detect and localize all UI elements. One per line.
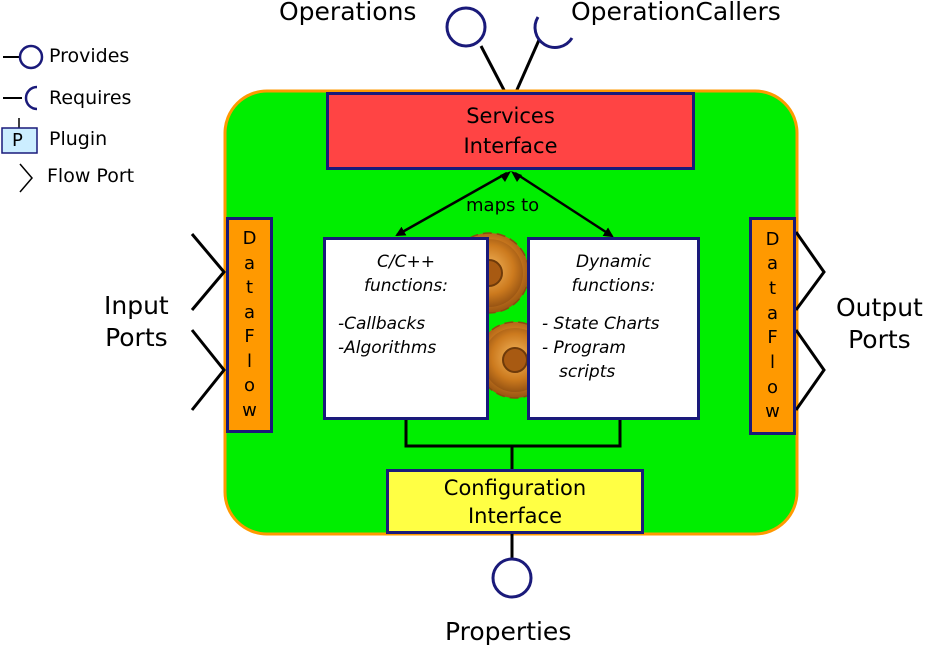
legend-plugin-letter: P xyxy=(12,130,23,151)
legend-requires-label: Requires xyxy=(49,87,132,109)
configuration-interface-box: Configuration Interface xyxy=(386,469,644,534)
operations-provides-port xyxy=(445,6,507,93)
legend-flow-port-icon xyxy=(19,163,33,193)
services-interface-box: Services Interface xyxy=(326,92,695,170)
configuration-interface-line1: Configuration xyxy=(443,475,587,500)
dynamic-functions-item: - Program xyxy=(542,338,626,358)
input-ports-label: Input Ports xyxy=(104,290,169,354)
output-ports-label: Output Ports xyxy=(836,292,923,356)
data-flow-letter: t xyxy=(245,277,254,299)
data-flow-letter: w xyxy=(242,399,257,421)
legend-plugin-label: Plugin xyxy=(49,128,108,150)
cpp-functions-title2: functions: xyxy=(363,276,449,296)
dynamic-functions-title1: Dynamic xyxy=(576,252,651,272)
data-flow-letter: o xyxy=(766,376,778,398)
services-interface-line2: Interface xyxy=(463,134,558,158)
data-flow-left: D a t a F l o w xyxy=(226,217,273,433)
legend-flow-port-label: Flow Port xyxy=(47,165,135,187)
input-port-chevrons xyxy=(190,233,226,411)
data-flow-letter: t xyxy=(768,277,777,299)
cpp-functions-item: -Algorithms xyxy=(338,338,437,358)
data-flow-letter: a xyxy=(243,252,256,274)
legend-requires-icon xyxy=(3,85,38,111)
maps-to-arrows xyxy=(395,171,614,238)
output-ports-line2: Ports xyxy=(848,325,911,354)
dynamic-functions-item: scripts xyxy=(559,362,616,382)
data-flow-letter: D xyxy=(242,228,257,250)
data-flow-letter: a xyxy=(766,253,779,275)
input-ports-line1: Input xyxy=(104,291,169,320)
data-flow-letter: D xyxy=(765,228,780,250)
services-interface-line1: Services xyxy=(466,104,555,128)
output-ports-line1: Output xyxy=(836,293,923,322)
operations-label: Operations xyxy=(279,0,417,26)
properties-provides-port xyxy=(491,534,533,599)
legend-provides-label: Provides xyxy=(49,45,130,67)
dynamic-functions-title2: functions: xyxy=(571,276,656,296)
data-flow-letter: o xyxy=(243,375,255,397)
operation-callers-requires-port xyxy=(514,16,574,93)
config-connector-lines xyxy=(404,418,622,470)
data-flow-letter: a xyxy=(766,302,779,324)
operation-callers-label: OperationCallers xyxy=(571,0,781,26)
input-ports-line2: Ports xyxy=(105,323,168,352)
dynamic-functions-item: - State Charts xyxy=(542,314,660,334)
legend-provides-icon xyxy=(3,44,44,70)
legend-plugin-icon xyxy=(1,118,38,154)
cpp-functions-box: C/C++ functions: -Callbacks -Algorithms xyxy=(323,237,489,420)
data-flow-letter: l xyxy=(769,351,775,373)
data-flow-letter: l xyxy=(246,350,252,372)
data-flow-right: D a t a F l o w xyxy=(749,217,796,435)
data-flow-letter: a xyxy=(243,301,256,323)
cpp-functions-title1: C/C++ xyxy=(377,252,435,272)
configuration-interface-line2: Interface xyxy=(467,503,563,528)
cpp-functions-item: -Callbacks xyxy=(338,314,426,334)
data-flow-letter: w xyxy=(765,401,780,423)
output-port-chevrons xyxy=(794,231,826,411)
maps-to-label: maps to xyxy=(466,195,540,216)
properties-label: Properties xyxy=(445,617,572,646)
data-flow-letter: F xyxy=(244,326,255,348)
dynamic-functions-box: Dynamic functions: - State Charts - Prog… xyxy=(527,237,700,420)
data-flow-letter: F xyxy=(767,327,778,349)
